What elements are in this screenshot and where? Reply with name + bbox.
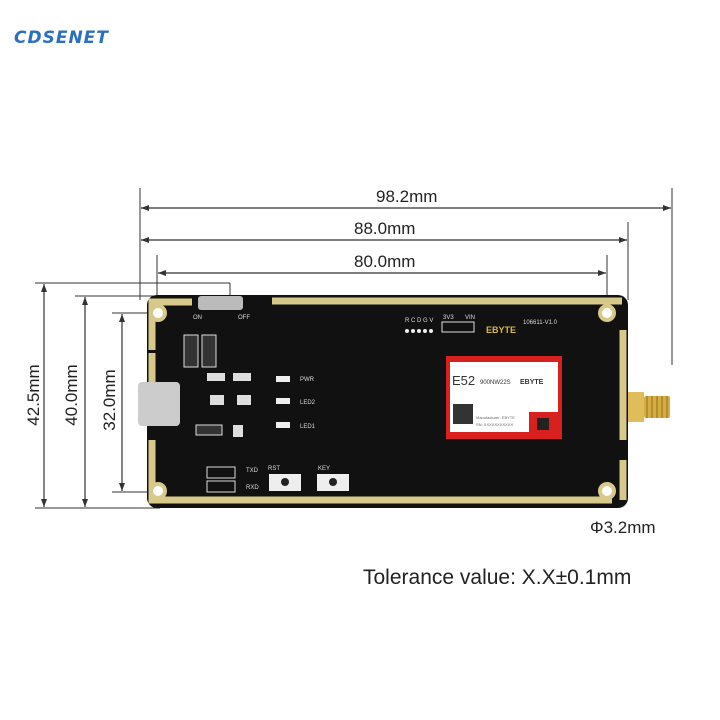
label-header-pins: R C D G V <box>405 318 433 324</box>
module-sn: SN: XXXXXXXXXXX <box>476 422 513 427</box>
module-model: E52 <box>452 373 475 388</box>
dim-hole-spacing-x: 80.0mm <box>354 252 416 271</box>
power-switch <box>198 296 243 310</box>
dim-overall-length: 98.2mm <box>376 187 438 206</box>
dim-board-height: 40.0mm <box>62 364 81 426</box>
label-led2: LED2 <box>300 400 316 406</box>
dim-overall-height: 42.5mm <box>24 364 43 426</box>
dim-hole-diameter: Φ3.2mm <box>590 518 656 537</box>
dimension-lines <box>43 207 671 507</box>
gold-border <box>148 297 627 504</box>
label-key: KEY <box>318 466 330 472</box>
mounting-holes <box>149 304 616 500</box>
dim-hole-spacing-y: 32.0mm <box>100 369 119 431</box>
label-pwr: PWR <box>300 377 315 383</box>
rxd-jumper <box>206 480 236 493</box>
label-vin: VIN <box>465 315 475 321</box>
power-select-jumper <box>441 321 475 333</box>
qr-code <box>453 404 473 424</box>
label-3v3: 3V3 <box>443 315 454 321</box>
label-off: OFF <box>238 315 250 321</box>
tolerance-note: Tolerance value: X.X±0.1mm <box>363 566 632 589</box>
dim-board-length: 88.0mm <box>354 219 416 238</box>
txd-jumper <box>206 466 236 479</box>
label-on: ON <box>193 315 202 321</box>
brand-logo: CDSENET <box>14 28 109 48</box>
label-txd: TXD <box>246 468 259 474</box>
pcb-board <box>147 295 628 508</box>
usb-c-port <box>138 382 180 426</box>
label-rxd: RXD <box>246 485 259 491</box>
module-brand: EBYTE <box>520 379 544 386</box>
label-led1: LED1 <box>300 424 316 430</box>
label-version: 106611-V1.0 <box>523 320 558 326</box>
module-sub: 900NW22S <box>480 380 511 386</box>
module-manufacturer: Manufacturer: EBYTE <box>476 415 515 420</box>
board-brand: EBYTE <box>486 325 516 335</box>
label-rst: RST <box>268 466 280 472</box>
